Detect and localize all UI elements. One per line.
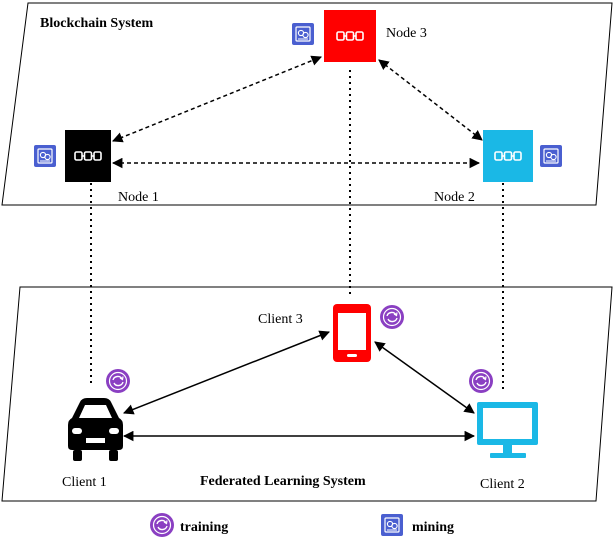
smartphone-icon [333, 304, 371, 362]
node-2-mining-icon [539, 144, 563, 168]
federated-plane [1, 286, 613, 502]
blockchain-plane [1, 2, 613, 206]
legend-training-icon [149, 512, 175, 538]
node-1 [65, 130, 111, 182]
legend-training-label: training [180, 520, 228, 535]
node-1-mining-icon [33, 144, 57, 168]
client-1-training-icon [105, 368, 131, 394]
client-3-label: Client 3 [258, 312, 303, 327]
node-2-label: Node 2 [434, 190, 475, 205]
node-3-mining-icon [291, 22, 315, 46]
client-2-label: Client 2 [480, 477, 525, 492]
link-node1-node3 [112, 55, 322, 143]
client-2-training-icon [468, 368, 494, 394]
legend-mining-icon [380, 513, 404, 537]
node-1-label: Node 1 [118, 190, 159, 205]
legend: training mining [149, 512, 454, 538]
federated-title: Federated Learning System [200, 474, 366, 489]
node-1-block-icon [65, 130, 111, 182]
link-client1-client3 [123, 330, 330, 415]
monitor-icon [477, 402, 538, 458]
node-3-label: Node 3 [386, 26, 427, 41]
car-icon [68, 398, 123, 461]
blockchain-title: Blockchain System [40, 16, 154, 31]
client-3-training-icon [379, 304, 405, 330]
node-2 [483, 130, 533, 182]
legend-mining-label: mining [412, 520, 454, 535]
client-1-label: Client 1 [62, 475, 107, 490]
node-3-block-icon [324, 10, 376, 62]
link-node3-node2 [378, 59, 483, 141]
link-client3-client2 [374, 341, 475, 414]
node-2-block-icon [483, 130, 533, 182]
node-3 [324, 10, 376, 62]
